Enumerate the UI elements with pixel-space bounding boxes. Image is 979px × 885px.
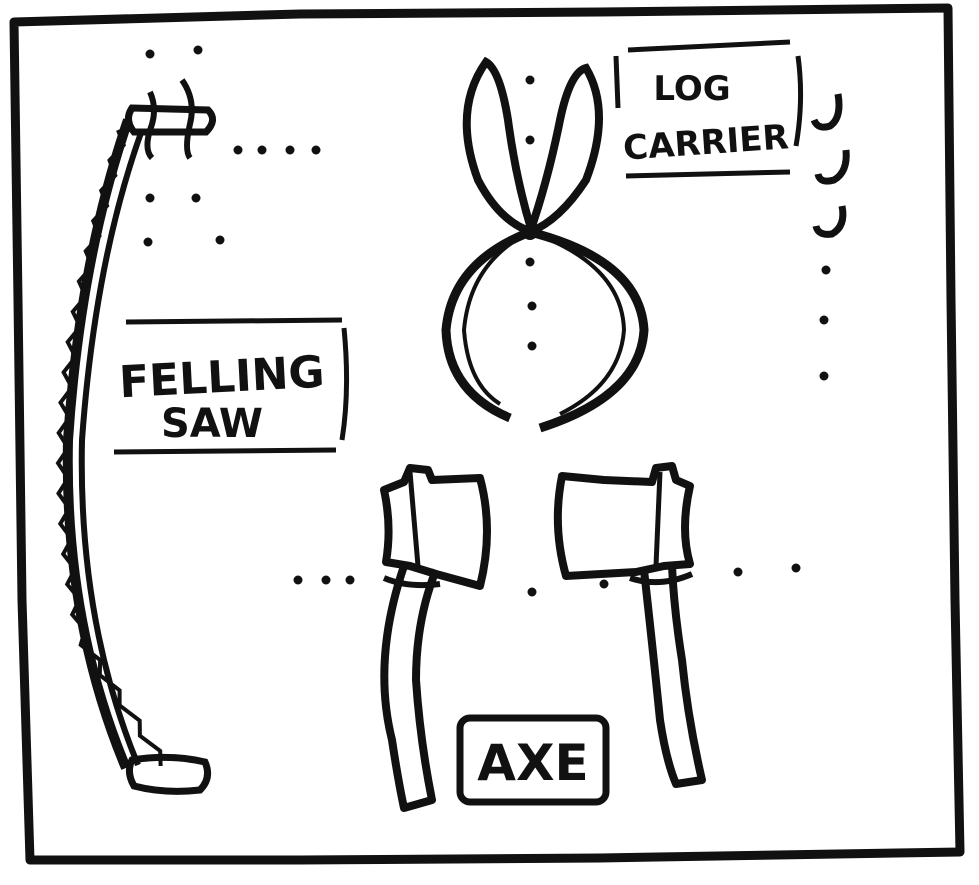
log-carrier-label-line2: CARRIER [622, 117, 790, 168]
wall-hooks [814, 94, 846, 234]
log-carrier-label-line1: LOG [653, 69, 730, 109]
felling-saw-label-line1: FELLING [118, 347, 326, 409]
peg-icon [822, 266, 831, 275]
peg-icon [526, 258, 535, 267]
peg-icon [146, 50, 155, 59]
peg-icon [734, 568, 743, 577]
peg-icon [600, 580, 609, 589]
peg-icon [528, 588, 537, 597]
peg-icon [322, 576, 331, 585]
hook-icon [814, 94, 839, 127]
hook-icon [816, 206, 843, 234]
peg-icon [216, 236, 225, 245]
peg-icon [146, 194, 155, 203]
log-carrier-label-box: LOG CARRIER [616, 42, 801, 176]
peg-icon [258, 146, 267, 155]
wall-frame [14, 8, 960, 860]
axe-icon [384, 468, 487, 808]
peg-icon [286, 146, 295, 155]
peg-icon [820, 316, 829, 325]
axe-label-box: AXE [460, 718, 606, 802]
peg-icon [792, 564, 801, 573]
felling-saw-label-box: FELLING SAW [114, 320, 347, 452]
peg-icon [346, 576, 355, 585]
peg-icon [192, 194, 201, 203]
peg-icon [820, 372, 829, 381]
peg-icon [144, 238, 153, 247]
peg-icon [234, 146, 243, 155]
peg-icon [526, 76, 535, 85]
axe-label: AXE [477, 734, 588, 792]
peg-icon [312, 146, 321, 155]
peg-icon [526, 136, 535, 145]
peg-icon [194, 46, 203, 55]
peg-icon [294, 576, 303, 585]
log-carrier-icon [446, 62, 644, 428]
peg-icon [528, 302, 537, 311]
felling-saw-label-line2: SAW [161, 401, 263, 447]
hook-icon [818, 150, 846, 181]
peg-icon [528, 342, 537, 351]
